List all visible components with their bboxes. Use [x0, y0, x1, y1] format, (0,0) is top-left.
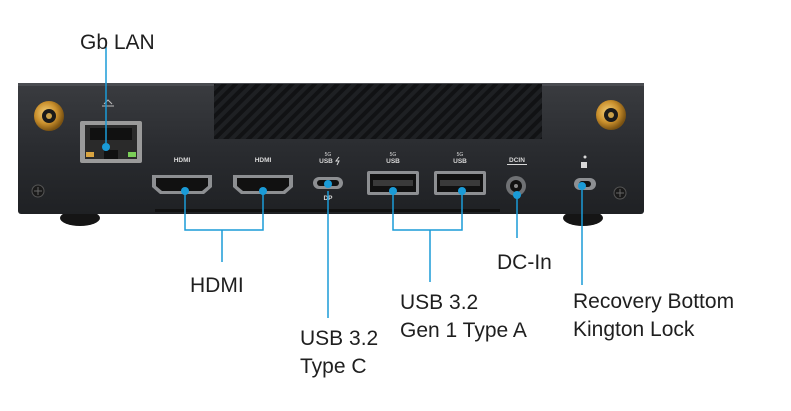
usb-a2-speed-mark: 5G [457, 152, 464, 158]
label-usb-a-line2: Gen 1 Type A [400, 319, 527, 342]
label-hdmi: HDMI [190, 274, 244, 297]
label-usb-c-line2: Type C [300, 355, 367, 378]
usb-a-port-1 [367, 171, 419, 195]
lan-port [80, 99, 142, 163]
label-lock-line1: Recovery Bottom [573, 290, 735, 313]
usb-c-speed-mark: 5G [325, 152, 332, 158]
label-lock-line2: Kington Lock [573, 318, 695, 341]
usb-c-mark: USB [319, 158, 333, 165]
usb-a1-mark: USB [386, 158, 400, 165]
antenna-connector-right [596, 100, 626, 130]
label-gb-lan: Gb LAN [80, 31, 155, 54]
label-dc-in: DC-In [497, 251, 552, 274]
hdmi-port-1 [152, 175, 212, 194]
usb-a1-speed-mark: 5G [390, 152, 397, 158]
hdmi-1-mark: HDMI [174, 157, 191, 164]
thunder-icon [335, 156, 340, 166]
leader-dots [102, 143, 586, 199]
dc-in-jack [506, 176, 526, 196]
label-usb-a-line1: USB 3.2 [400, 291, 479, 314]
screws [31, 184, 627, 200]
antenna-connector-left [34, 101, 64, 131]
dcin-mark: DCIN [509, 157, 525, 164]
leader-lines [105, 47, 583, 318]
label-usb-c-line1: USB 3.2 [300, 327, 379, 350]
hdmi-port-2 [233, 175, 293, 194]
lock-icon [581, 162, 587, 168]
usb-a-port-2 [434, 171, 486, 195]
hdmi-2-mark: HDMI [255, 157, 272, 164]
usb-a2-mark: USB [453, 158, 467, 165]
vent-grille [214, 84, 542, 139]
